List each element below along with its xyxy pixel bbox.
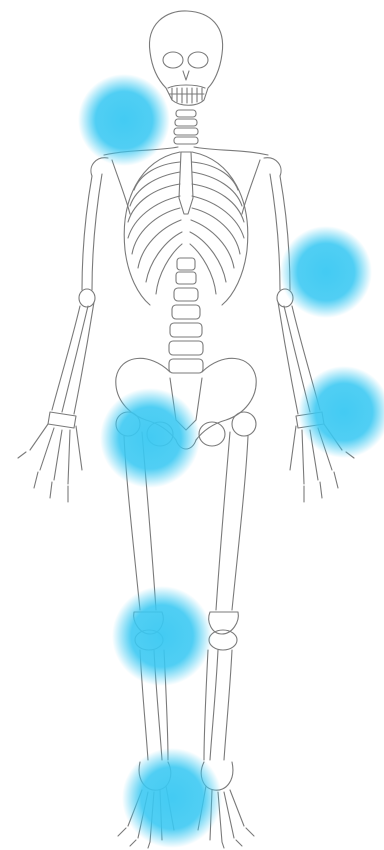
right-clavicle — [194, 147, 268, 155]
ribs-right — [190, 162, 244, 294]
right-elbow-hotspot[interactable] — [280, 226, 372, 318]
left-arm — [18, 158, 108, 502]
left-ankle-hotspot[interactable] — [122, 748, 222, 848]
cervical-spine — [174, 110, 198, 144]
left-hip-hotspot[interactable] — [100, 388, 200, 488]
ribs-left — [128, 162, 182, 294]
left-shoulder-neck-hotspot[interactable] — [78, 74, 170, 166]
right-wrist-hotspot[interactable] — [298, 366, 384, 458]
left-knee-hotspot[interactable] — [112, 586, 212, 686]
lumbar-spine — [169, 258, 203, 373]
skull — [149, 11, 222, 105]
sternum — [179, 152, 193, 214]
